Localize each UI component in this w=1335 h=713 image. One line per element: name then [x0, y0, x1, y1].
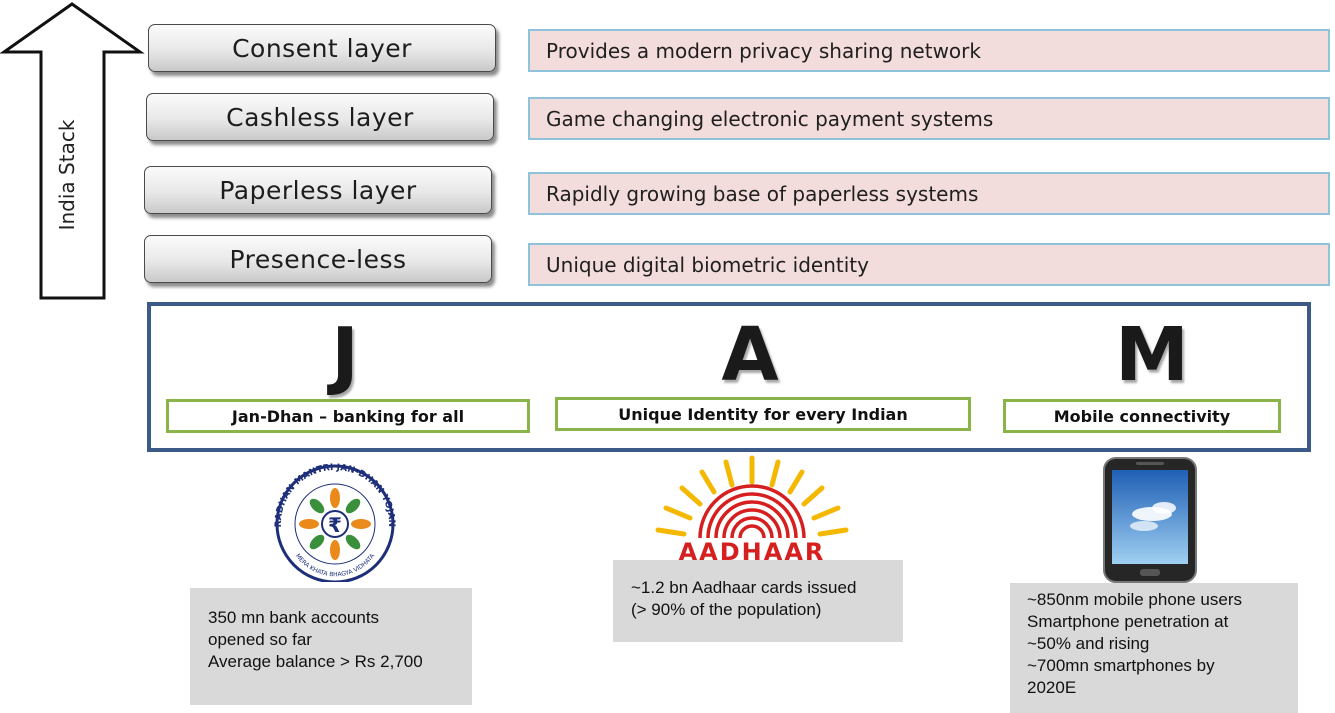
mobile-stat-line: ~850nm mobile phone users [1027, 590, 1242, 609]
aadhaar-logo-text: AADHAAR [679, 538, 826, 562]
rupee-symbol: ₹ [328, 513, 342, 537]
aadhaar-stats-box: ~1.2 bn Aadhaar cards issued (> 90% of t… [613, 560, 903, 642]
aadhaar-logo: AADHAAR [655, 455, 849, 562]
paperless-layer-description: Rapidly growing base of paperless system… [528, 172, 1330, 215]
mobile-stats-box: ~850nm mobile phone users Smartphone pen… [1010, 583, 1298, 713]
india-stack-label: India Stack [55, 119, 79, 231]
presence-less-layer-description: Unique digital biometric identity [528, 243, 1330, 286]
cashless-layer-box: Cashless layer [146, 93, 494, 141]
cashless-layer-description: Game changing electronic payment systems [528, 97, 1330, 140]
jan-dhan-stat-line: 350 mn bank accounts [208, 608, 380, 627]
unique-identity-label: Unique Identity for every Indian [555, 397, 971, 431]
jan-dhan-label: Jan-Dhan – banking for all [166, 399, 530, 433]
jam-letter-a: A [721, 312, 779, 398]
india-stack-arrow [0, 2, 145, 300]
jan-dhan-stat-line: Average balance > Rs 2,700 [208, 652, 423, 671]
jan-dhan-stats-box: 350 mn bank accounts opened so far Avera… [190, 588, 472, 705]
mobile-stat-line: ~700mn smartphones by [1027, 656, 1215, 675]
smartphone-image [1103, 457, 1197, 583]
mobile-stat-line: 2020E [1027, 678, 1077, 697]
presence-less-layer-box: Presence-less [144, 235, 492, 283]
jam-letter-m: M [1115, 312, 1189, 398]
consent-layer-description: Provides a modern privacy sharing networ… [528, 29, 1330, 72]
paperless-layer-box: Paperless layer [144, 166, 492, 214]
jam-letter-j: J [331, 312, 359, 398]
mobile-connectivity-label: Mobile connectivity [1003, 399, 1281, 433]
aadhaar-stat-line: ~1.2 bn Aadhaar cards issued [631, 578, 857, 597]
consent-layer-box: Consent layer [148, 24, 496, 72]
mobile-stat-line: ~50% and rising [1027, 634, 1150, 653]
pmjdy-logo: ₹ PRADHAN MANTRI JAN-DHAN YOJANA MERA KH… [245, 462, 396, 582]
aadhaar-stat-line: (> 90% of the population) [631, 600, 822, 619]
mobile-stat-line: Smartphone penetration at [1027, 612, 1229, 631]
jan-dhan-stat-line: opened so far [208, 630, 312, 649]
